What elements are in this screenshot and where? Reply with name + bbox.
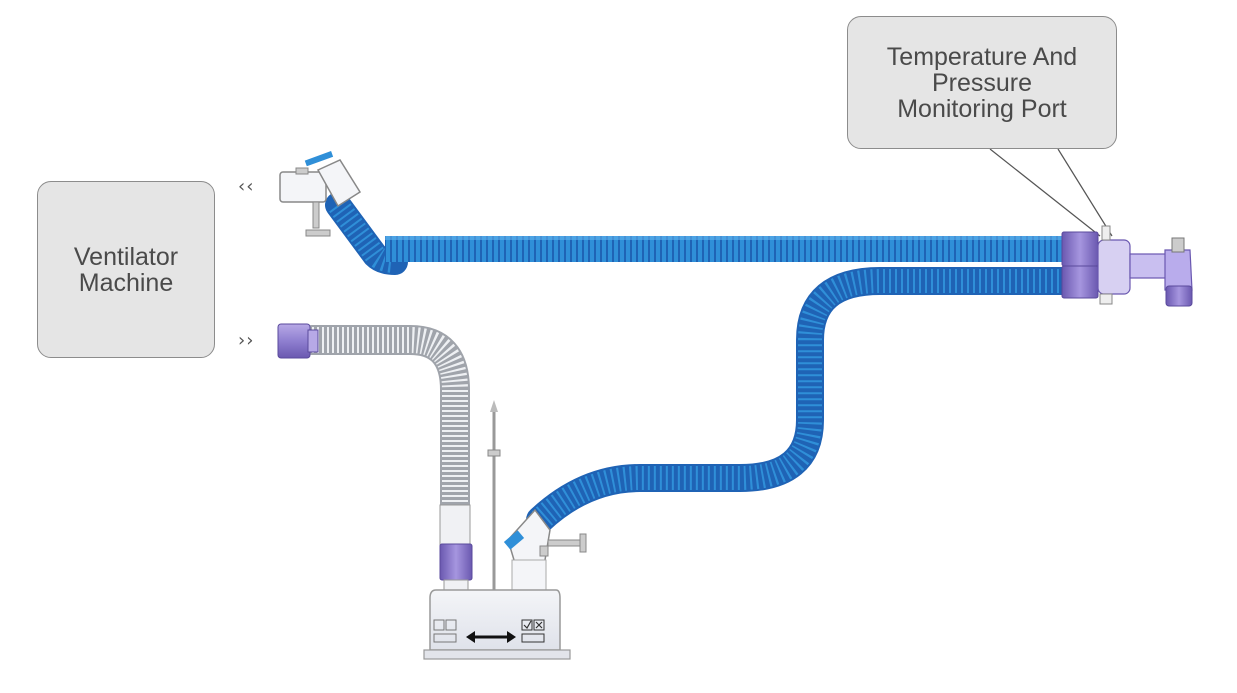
upper-purple-connector xyxy=(1061,231,1099,267)
incoming-arrow-mark: ›› xyxy=(238,330,255,351)
port-label-line-3: Monitoring Port xyxy=(897,94,1067,123)
white-tube xyxy=(297,325,471,546)
upper-elbow-connector xyxy=(279,151,362,237)
ventilator-machine-label: Ventilator Machine xyxy=(37,181,215,358)
ventilator-label-line-2: Machine xyxy=(78,268,174,297)
ventilator-inlet-connector xyxy=(277,323,319,359)
y-piece xyxy=(1097,225,1193,307)
monitoring-port-label: Temperature And Pressure Monitoring Port xyxy=(847,16,1117,149)
port-label-line-2: Pressure xyxy=(931,68,1033,97)
outgoing-arrow-mark: ‹‹ xyxy=(238,176,255,197)
callout-line xyxy=(1057,148,1113,237)
lower-blue-tube xyxy=(526,267,1079,534)
upper-blue-tube xyxy=(325,192,1065,275)
ventilator-label-line-1: Ventilator xyxy=(73,242,179,271)
port-label-line-1: Temperature And xyxy=(886,42,1078,71)
humidifier-inlet-connector xyxy=(439,543,473,591)
lower-purple-connector xyxy=(1061,265,1099,299)
callout-line xyxy=(989,148,1101,237)
humidifier-chamber xyxy=(423,400,587,660)
